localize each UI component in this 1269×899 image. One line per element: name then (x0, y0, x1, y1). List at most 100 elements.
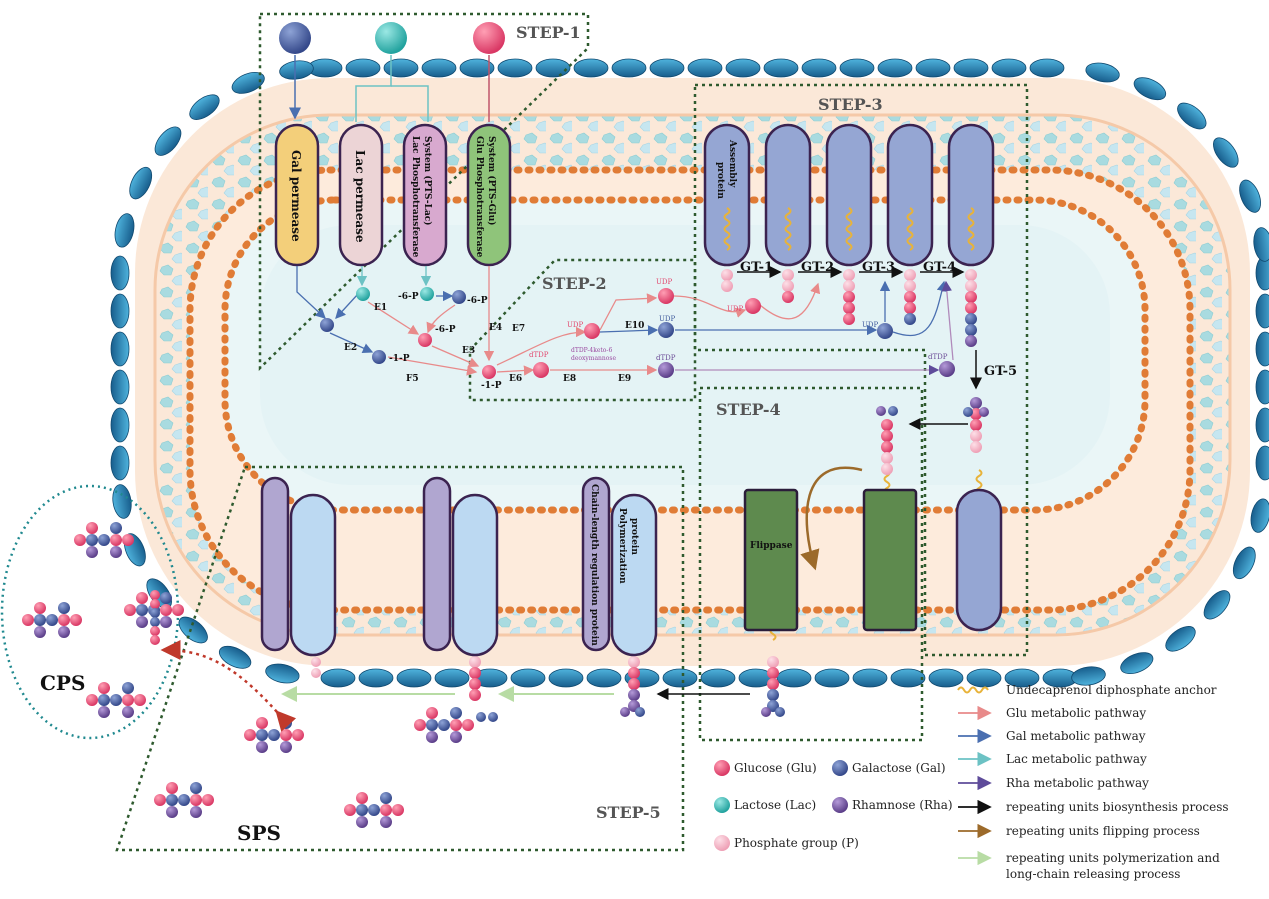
gal-permease-label: Gal permease (289, 150, 303, 242)
polysaccharide-residue (414, 719, 426, 731)
sugar-residue (150, 608, 160, 618)
polysaccharide-residue (58, 626, 70, 638)
outer-membrane-protein (763, 58, 799, 78)
outer-membrane-protein (928, 668, 964, 688)
outer-membrane-protein (1203, 590, 1231, 620)
polysaccharide-residue (450, 719, 462, 731)
enzyme-e9: E9 (618, 374, 631, 384)
polysaccharide-residue (244, 729, 256, 741)
transporters: Gal permease Lac permease Lac Phosphotra… (274, 123, 512, 267)
outer-membrane-protein (320, 668, 356, 688)
outer-membrane-protein (421, 58, 457, 78)
sugar-residue (843, 280, 855, 292)
gt3-protein (886, 123, 934, 267)
step1-border (258, 12, 590, 371)
sugar-residue (620, 707, 630, 717)
sugar-residue (970, 408, 982, 420)
polysaccharide-residue (110, 534, 122, 546)
sugar-residue (767, 656, 779, 668)
udp-glu-2: UDP (656, 278, 673, 286)
polysaccharide-residue (98, 694, 110, 706)
sugar-residue (469, 678, 481, 690)
outer-membrane-protein (112, 484, 132, 519)
outer-membrane-protein (890, 668, 926, 688)
enzyme-f5: F5 (406, 374, 419, 384)
outer-membrane-protein (110, 445, 130, 481)
sugar-residue (311, 657, 321, 667)
polysaccharide-residue (190, 782, 202, 794)
flippase-right (862, 488, 918, 632)
gt2-label: GT-2 (801, 260, 834, 275)
polysaccharide-residue (74, 534, 86, 546)
outer-membrane-protein (110, 255, 130, 291)
sugar-residue (904, 302, 916, 314)
polysaccharide-residue (70, 614, 82, 626)
sugar-residue (965, 335, 977, 347)
legend-sugar-label: Lactose (Lac) (734, 798, 816, 812)
sugar-residue (761, 707, 771, 717)
sugar-residue (767, 689, 779, 701)
polysaccharide-residue (256, 729, 268, 741)
step2-metabolites: dTDP UDP UDP UDP dTDP UDP UDP dTDP dTDP-… (529, 278, 955, 378)
assembly-label-2: protein (715, 162, 725, 199)
sugar-residue (150, 617, 160, 627)
outer-membrane-protein (991, 58, 1027, 78)
gt-arrows (737, 266, 982, 430)
sugar-residue (843, 302, 855, 314)
gt4-label: GT-4 (923, 260, 956, 275)
pts-glu-label-1: Glu Phosphotransferase (474, 136, 484, 258)
legend-anchor-swatch (957, 686, 989, 694)
sugar-residue (965, 302, 977, 314)
polysaccharide-residue (122, 534, 134, 546)
polysaccharide-residue (256, 741, 268, 753)
outer-membrane-protein (662, 668, 698, 688)
outer-membrane-protein (877, 58, 913, 78)
metabolite-p1-glu: -1-P (481, 381, 502, 391)
lac-permease-label: Lac permease (353, 150, 367, 243)
legend-line-label: repeating units biosynthesis process (1006, 800, 1229, 814)
sugar-residue (150, 590, 160, 600)
undecaprenol-anchor (723, 207, 731, 251)
polysaccharide-residue (34, 626, 46, 638)
polysaccharide-residue (268, 729, 280, 741)
undecaprenol-anchor (906, 207, 914, 251)
legend-line-label: repeating units flipping process (1006, 824, 1200, 838)
step2-border (468, 258, 697, 402)
legend-sugars: Glucose (Glu)Galactose (Gal)Lactose (Lac… (714, 760, 953, 851)
pts-lac (402, 123, 448, 267)
polysaccharide-residue (98, 534, 110, 546)
outer-membrane-protein (1255, 407, 1269, 443)
sugar-residue (469, 667, 481, 679)
dtdp-keto-1: dTDP-4keto-6 (571, 347, 612, 354)
outer-membrane-protein (852, 668, 888, 688)
dtdp-rha: dTDP (656, 354, 676, 362)
legend-sugar-swatch (714, 835, 730, 851)
polysaccharide-residue (438, 719, 450, 731)
step4-label: STEP-4 (716, 400, 781, 419)
sugar-residue (876, 406, 886, 416)
outer-membrane-protein (535, 58, 571, 78)
outer-membrane-protein (1250, 498, 1269, 533)
sugar-residue (843, 269, 855, 281)
pts-lac-label-2: System (PTS-Lac) (422, 136, 433, 226)
outer-membrane-protein (383, 58, 419, 78)
polysaccharide-residue (136, 604, 148, 616)
legend-sugar-swatch (832, 797, 848, 813)
outer-membrane-protein (345, 58, 381, 78)
sugar-residue (963, 407, 973, 417)
polysaccharide-residue (426, 719, 438, 731)
polysaccharide-residue (110, 522, 122, 534)
undecaprenol-anchor (967, 207, 975, 251)
polysaccharide-residue (98, 706, 110, 718)
outer-membrane-protein (725, 58, 761, 78)
polysaccharide-residue (280, 717, 292, 729)
outer-membrane-protein (189, 94, 220, 120)
step4-proteins: Flippase (743, 466, 1003, 632)
metabolite-p6-gal: -6-P (467, 296, 488, 306)
polysaccharide-residue (356, 792, 368, 804)
outer-membrane-protein (279, 60, 314, 80)
polysaccharide-residue (280, 741, 292, 753)
enzyme-e4: E4 (489, 323, 502, 333)
polysaccharide-residue (122, 706, 134, 718)
polysaccharide-residue (98, 682, 110, 694)
